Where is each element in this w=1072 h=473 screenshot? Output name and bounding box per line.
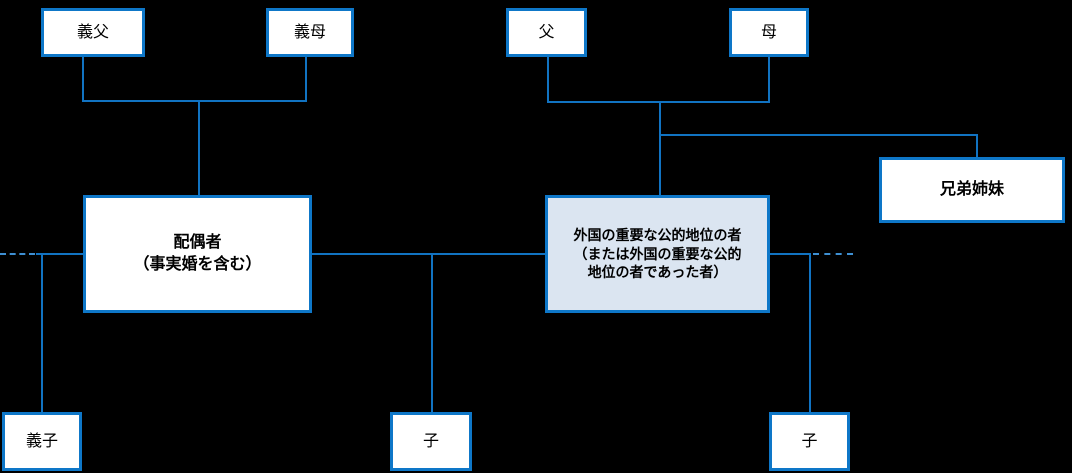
node-child-right: 子	[769, 412, 850, 471]
connector-father-down	[547, 57, 549, 103]
node-step-child: 義子	[2, 412, 82, 471]
node-child-left: 子	[390, 412, 472, 471]
foreign-pep-label-line3: 地位の者であった者）	[587, 264, 728, 281]
foreign-pep-label: 外国の重要な公的地位の者 （または外国の重要な公的 地位の者であった者）	[574, 226, 742, 281]
connector-parents-horizontal	[547, 101, 770, 103]
spouse-label-line2: （事実婚を含む）	[133, 256, 262, 273]
node-foreign-pep: 外国の重要な公的地位の者 （または外国の重要な公的 地位の者であった者）	[545, 195, 770, 313]
child-left-label: 子	[422, 432, 439, 450]
node-father: 父	[506, 8, 587, 57]
connector-father-in-law-down	[82, 57, 84, 101]
connector-inlaws-to-spouse	[198, 100, 200, 195]
connector-inlaws-horizontal	[82, 100, 307, 102]
spouse-label: 配偶者 （事実婚を含む）	[133, 232, 261, 275]
connector-to-step-child	[41, 253, 43, 412]
connector-marriage-line	[312, 253, 545, 255]
father-in-law-label: 義父	[76, 23, 109, 41]
foreign-pep-label-line1: 外国の重要な公的地位の者	[573, 227, 742, 244]
siblings-label: 兄弟姉妹	[939, 181, 1004, 199]
connector-parents-to-pep	[659, 101, 661, 195]
connector-siblings-vertical	[976, 134, 978, 157]
connector-mother-down	[768, 57, 770, 103]
mother-label: 母	[760, 23, 777, 41]
node-siblings: 兄弟姉妹	[879, 157, 1065, 223]
connector-siblings-horizontal	[659, 134, 978, 136]
connector-to-child-right	[809, 253, 811, 412]
node-mother-in-law: 義母	[266, 8, 354, 57]
connector-spouse-left	[36, 253, 83, 255]
step-child-label: 義子	[25, 432, 58, 450]
connector-dashed-right	[813, 253, 853, 255]
connector-mother-in-law-down	[305, 57, 307, 101]
foreign-pep-label-line2: （または外国の重要な公的	[573, 245, 742, 262]
child-right-label: 子	[801, 432, 818, 450]
connector-to-child-left	[431, 253, 433, 412]
father-label: 父	[538, 23, 555, 41]
spouse-label-line1: 配偶者	[173, 234, 222, 252]
node-mother: 母	[729, 8, 809, 57]
mother-in-law-label: 義母	[293, 23, 326, 41]
node-spouse: 配偶者 （事実婚を含む）	[83, 195, 312, 313]
connector-dashed-left	[0, 253, 35, 255]
connector-pep-right	[770, 253, 810, 255]
node-father-in-law: 義父	[41, 8, 145, 57]
